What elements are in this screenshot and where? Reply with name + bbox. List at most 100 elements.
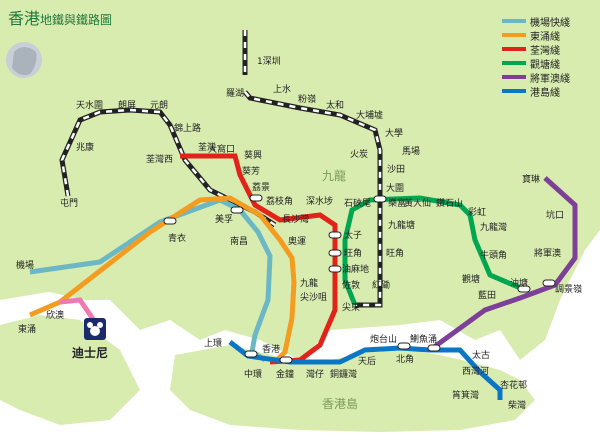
station-label: 火炭 xyxy=(350,149,368,160)
station-label: 油麻地 xyxy=(342,263,369,275)
station-label: 迪士尼 xyxy=(72,345,108,360)
station-label: 馬場 xyxy=(402,145,420,157)
legend-swatch xyxy=(502,75,526,79)
legend-swatch xyxy=(502,47,526,51)
legend-swatch xyxy=(502,19,526,23)
east-rail-line xyxy=(242,30,383,308)
station-label: 藍田 xyxy=(478,289,496,301)
lantau-north-strip xyxy=(0,230,245,300)
station-label: 牛頭角 xyxy=(480,249,507,261)
station-label: 九龍塘 xyxy=(388,219,415,231)
legend-swatch xyxy=(502,33,526,37)
station-label: 佐敦 xyxy=(342,279,360,291)
interchange-yau-ma-tei xyxy=(328,265,342,273)
disney-station-icon xyxy=(84,318,106,340)
station-label: 太和 xyxy=(326,99,344,111)
hong-kong-island-land xyxy=(170,345,535,432)
region-label-kowloon: 九龍 xyxy=(322,168,346,183)
interchange-tiu-keng-leng xyxy=(542,279,556,287)
station-label: 荃灣 xyxy=(198,141,216,153)
legend-swatch xyxy=(502,61,526,65)
station-label: 1深圳 xyxy=(257,56,281,67)
interchange-central xyxy=(244,350,258,358)
station-label: 尖東 xyxy=(342,301,360,313)
region-label-hk-island: 香港島 xyxy=(322,396,358,411)
interchange-yau-tong xyxy=(517,285,531,293)
station-label: 杏花邨 xyxy=(500,379,527,391)
station-label: 粉嶺 xyxy=(298,93,316,105)
station-label: 黃大仙 xyxy=(404,197,431,209)
legend-swatch xyxy=(502,89,526,93)
interchange-quarry-bay xyxy=(427,344,441,352)
station-label: 天水圍 xyxy=(76,99,103,111)
station-label: 灣仔 xyxy=(306,368,324,380)
legend-item: 東涌綫 xyxy=(502,28,598,43)
station-label: 元朗 xyxy=(150,99,168,111)
station-label: 荔景 xyxy=(252,181,270,193)
lantau-island-land xyxy=(0,315,140,425)
station-label: 兆康 xyxy=(76,141,94,153)
map-title: 香港地鐵與鐵路圖 xyxy=(8,5,112,29)
line-legend: 機場快綫 東涌綫 荃灣綫 觀塘綫 將軍澳綫 港島綫 xyxy=(502,14,598,99)
legend-label: 荃灣綫 xyxy=(530,45,560,57)
interchange-prince-edward xyxy=(328,231,342,239)
station-label: 九龍灣 xyxy=(480,221,507,233)
interchange-tsing-yi xyxy=(163,217,177,225)
station-label: 鑽石山 xyxy=(436,197,463,209)
station-label: 旺角 xyxy=(386,247,404,259)
station-label: 葵芳 xyxy=(242,165,260,177)
legend-label: 港島綫 xyxy=(530,87,560,99)
legend-item: 將軍澳綫 xyxy=(502,70,598,85)
station-label: 太子 xyxy=(344,229,362,241)
station-label: 尖沙咀 xyxy=(300,291,327,303)
station-label: 筲箕灣 xyxy=(452,389,479,401)
station-label: 樂富 xyxy=(388,197,406,209)
interchange-admiralty xyxy=(279,356,293,364)
interchange-kowloon-tong xyxy=(373,195,387,203)
interchange-mong-kok xyxy=(328,249,342,257)
station-label: 荃灣西 xyxy=(146,153,173,165)
station-label: 天后 xyxy=(358,356,376,367)
station-label: 鰂魚涌 xyxy=(410,333,437,345)
station-label: 炮台山 xyxy=(370,333,397,345)
station-label: 屯門 xyxy=(60,197,78,209)
title-main-text: 香港 xyxy=(8,9,41,28)
station-label: 寶琳 xyxy=(522,173,540,185)
station-label: 旺角 xyxy=(344,247,362,259)
kwun-tong-line xyxy=(342,195,526,306)
station-label: 香港 xyxy=(262,343,280,355)
station-label: 油塘 xyxy=(510,277,528,289)
legend-label: 將軍澳綫 xyxy=(530,73,570,85)
station-label: 北角 xyxy=(396,353,414,365)
station-label: 觀塘 xyxy=(462,273,480,285)
airport-express-line xyxy=(29,197,273,363)
legend-label: 東涌綫 xyxy=(530,31,560,43)
station-label: 金鐘 xyxy=(276,368,294,380)
title-sub-text: 地鐵與鐵路圖 xyxy=(40,13,113,27)
legend-label: 機場快綫 xyxy=(530,17,570,29)
station-label: 大埔墟 xyxy=(356,109,383,121)
station-label: 奧運 xyxy=(288,235,306,247)
interchange-north-point xyxy=(397,342,411,350)
station-label: 美孚 xyxy=(215,213,233,225)
station-label: 大窩口 xyxy=(208,143,235,155)
station-label: 荔枝角 xyxy=(266,195,293,207)
disneyland-resort-line xyxy=(59,297,98,324)
station-label: 坑口 xyxy=(546,209,564,221)
station-label: 紅磡 xyxy=(372,279,390,291)
station-label: 東涌 xyxy=(18,323,36,335)
station-label: 朗屏 xyxy=(118,99,136,111)
station-label: 石硤尾 xyxy=(344,198,371,209)
station-label: 柴灣 xyxy=(508,399,526,411)
station-label: 青衣 xyxy=(168,232,186,244)
station-label: 中環 xyxy=(244,368,262,380)
station-label: 西灣河 xyxy=(462,365,489,377)
station-label: 彩虹 xyxy=(468,207,486,218)
legend-item: 荃灣綫 xyxy=(502,42,598,57)
station-label: 錦上路 xyxy=(174,122,201,134)
legend-item: 觀塘綫 xyxy=(502,56,598,71)
legend-item: 港島綫 xyxy=(502,84,598,99)
interchange-mei-foo xyxy=(230,206,244,214)
station-label: 南昌 xyxy=(230,235,248,247)
station-label: 羅湖 xyxy=(226,88,244,99)
